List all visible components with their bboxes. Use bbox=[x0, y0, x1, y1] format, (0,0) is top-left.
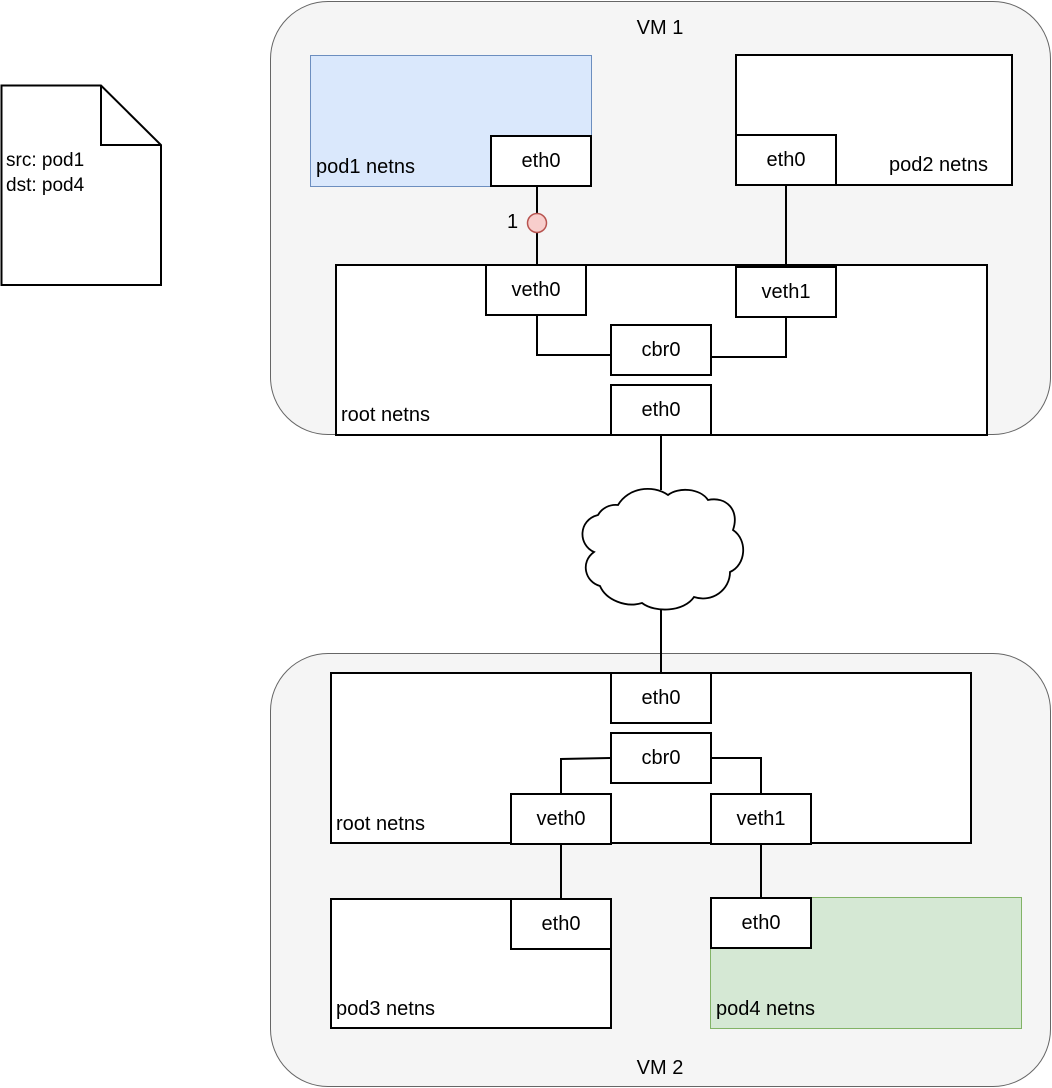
packet-header-text: src: pod1 dst: pod4 bbox=[6, 148, 84, 198]
packet-dst: dst: pod4 bbox=[6, 175, 85, 196]
vm1-eth0[interactable]: eth0 bbox=[610, 384, 712, 436]
vm1-cbr0-bridge[interactable]: cbr0 bbox=[610, 324, 712, 376]
vm2-title: VM 2 bbox=[636, 1057, 684, 1079]
vm2-eth0[interactable]: eth0 bbox=[610, 672, 712, 724]
packet-src: src: pod1 bbox=[6, 150, 85, 171]
vm1-pod1-label: pod1 netns bbox=[316, 156, 415, 178]
vm2-cbr0-bridge[interactable]: cbr0 bbox=[610, 732, 712, 784]
step-marker-label: 1 bbox=[507, 211, 519, 233]
vm2-veth1[interactable]: veth1 bbox=[710, 793, 812, 845]
vm2-root-label: root netns bbox=[336, 813, 425, 835]
vm2-pod4-label: pod4 netns bbox=[716, 998, 815, 1020]
vm2-pod4-eth0[interactable]: eth0 bbox=[710, 897, 812, 949]
vm2-pod4-netns[interactable] bbox=[710, 897, 1022, 1029]
cloud-icon bbox=[581, 487, 745, 611]
vm2-pod3-eth0[interactable]: eth0 bbox=[510, 898, 612, 950]
packet-document-icon bbox=[0, 84, 162, 286]
vm1-veth1[interactable]: veth1 bbox=[735, 266, 837, 318]
vm2-pod3-netns[interactable] bbox=[330, 898, 612, 1029]
vm1-pod2-eth0[interactable]: eth0 bbox=[735, 134, 837, 186]
vm1-veth0[interactable]: veth0 bbox=[485, 264, 587, 316]
vm1-pod1-eth0[interactable]: eth0 bbox=[490, 135, 592, 187]
vm1-title: VM 1 bbox=[636, 17, 684, 39]
vm1-root-label: root netns bbox=[341, 404, 430, 426]
vm1-pod2-label: pod2 netns bbox=[889, 154, 988, 176]
vm2-pod3-label: pod3 netns bbox=[336, 998, 435, 1020]
vm2-veth0[interactable]: veth0 bbox=[510, 793, 612, 845]
